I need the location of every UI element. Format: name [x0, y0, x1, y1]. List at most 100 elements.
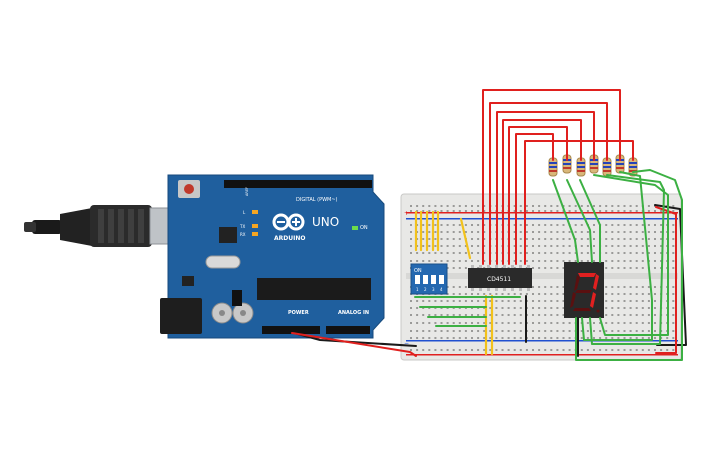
- breadboard-hole[interactable]: [458, 238, 461, 240]
- breadboard-hole[interactable]: [672, 330, 675, 332]
- breadboard-hole[interactable]: [617, 293, 620, 295]
- breadboard-hole[interactable]: [660, 252, 663, 254]
- breadboard-hole[interactable]: [647, 252, 650, 254]
- breadboard-hole[interactable]: [471, 349, 473, 351]
- breadboard-hole[interactable]: [507, 349, 510, 351]
- breadboard-hole[interactable]: [513, 231, 516, 233]
- breadboard-hole[interactable]: [458, 205, 461, 207]
- dip-toggle-2[interactable]: [423, 275, 428, 284]
- breadboard-hole[interactable]: [519, 314, 522, 316]
- breadboard-hole[interactable]: [556, 322, 559, 324]
- breadboard-hole[interactable]: [532, 267, 534, 269]
- breadboard-hole[interactable]: [611, 322, 614, 324]
- breadboard-hole[interactable]: [672, 245, 675, 247]
- breadboard-hole[interactable]: [672, 205, 675, 207]
- breadboard-hole[interactable]: [605, 231, 608, 233]
- breadboard-hole[interactable]: [452, 267, 455, 269]
- breadboard-hole[interactable]: [617, 322, 620, 324]
- breadboard-hole[interactable]: [654, 224, 656, 226]
- breadboard-hole[interactable]: [422, 205, 425, 207]
- breadboard-hole[interactable]: [593, 231, 595, 233]
- breadboard-hole[interactable]: [654, 314, 656, 316]
- breadboard-hole[interactable]: [562, 330, 565, 332]
- breadboard-hole[interactable]: [562, 231, 565, 233]
- breadboard-hole[interactable]: [519, 349, 522, 351]
- breadboard-hole[interactable]: [568, 205, 571, 207]
- breadboard-hole[interactable]: [507, 322, 510, 324]
- breadboard-hole[interactable]: [605, 245, 608, 247]
- breadboard-hole[interactable]: [538, 267, 541, 269]
- breadboard-hole[interactable]: [410, 322, 412, 324]
- breadboard-hole[interactable]: [629, 231, 632, 233]
- breadboard-hole[interactable]: [513, 224, 516, 226]
- breadboard-hole[interactable]: [495, 337, 498, 339]
- breadboard-hole[interactable]: [623, 245, 626, 247]
- breadboard-hole[interactable]: [434, 245, 437, 247]
- breadboard-hole[interactable]: [471, 231, 473, 233]
- breadboard-hole[interactable]: [647, 210, 650, 212]
- breadboard-hole[interactable]: [562, 322, 565, 324]
- breadboard-hole[interactable]: [562, 252, 565, 254]
- breadboard-hole[interactable]: [464, 205, 467, 207]
- breadboard-hole[interactable]: [501, 322, 504, 324]
- breadboard-hole[interactable]: [501, 330, 504, 332]
- breadboard-hole[interactable]: [446, 210, 449, 212]
- breadboard-hole[interactable]: [501, 300, 504, 302]
- breadboard-hole[interactable]: [507, 307, 510, 309]
- breadboard-hole[interactable]: [477, 260, 480, 262]
- breadboard-hole[interactable]: [672, 337, 675, 339]
- breadboard-hole[interactable]: [477, 349, 480, 351]
- breadboard-hole[interactable]: [593, 205, 595, 207]
- breadboard-hole[interactable]: [538, 314, 541, 316]
- breadboard-hole[interactable]: [556, 224, 559, 226]
- breadboard-hole[interactable]: [464, 231, 467, 233]
- breadboard-hole[interactable]: [629, 260, 632, 262]
- breadboard-hole[interactable]: [635, 330, 638, 332]
- breadboard-hole[interactable]: [501, 314, 504, 316]
- breadboard-hole[interactable]: [562, 300, 565, 302]
- breadboard-hole[interactable]: [611, 300, 614, 302]
- breadboard-hole[interactable]: [580, 337, 583, 339]
- breadboard-hole[interactable]: [477, 330, 480, 332]
- breadboard-hole[interactable]: [574, 252, 577, 254]
- breadboard-hole[interactable]: [654, 330, 656, 332]
- breadboard-hole[interactable]: [586, 337, 589, 339]
- breadboard-hole[interactable]: [635, 252, 638, 254]
- breadboard-hole[interactable]: [672, 286, 675, 288]
- breadboard-hole[interactable]: [641, 245, 644, 247]
- breadboard-hole[interactable]: [641, 267, 644, 269]
- breadboard-hole[interactable]: [483, 314, 486, 316]
- breadboard-hole[interactable]: [641, 314, 644, 316]
- breadboard-hole[interactable]: [629, 307, 632, 309]
- breadboard-hole[interactable]: [629, 238, 632, 240]
- breadboard-hole[interactable]: [544, 260, 547, 262]
- breadboard-hole[interactable]: [446, 224, 449, 226]
- breadboard-hole[interactable]: [440, 252, 443, 254]
- breadboard-hole[interactable]: [635, 307, 638, 309]
- breadboard-hole[interactable]: [507, 337, 510, 339]
- breadboard-hole[interactable]: [507, 300, 510, 302]
- breadboard-hole[interactable]: [654, 322, 656, 324]
- breadboard-hole[interactable]: [538, 307, 541, 309]
- breadboard-hole[interactable]: [422, 224, 425, 226]
- breadboard-hole[interactable]: [477, 231, 480, 233]
- breadboard-hole[interactable]: [654, 260, 656, 262]
- breadboard-hole[interactable]: [635, 224, 638, 226]
- breadboard-hole[interactable]: [483, 322, 486, 324]
- breadboard-hole[interactable]: [410, 260, 412, 262]
- breadboard-hole[interactable]: [647, 307, 650, 309]
- breadboard-hole[interactable]: [556, 267, 559, 269]
- breadboard-hole[interactable]: [410, 349, 412, 351]
- breadboard-hole[interactable]: [471, 293, 473, 295]
- breadboard-hole[interactable]: [556, 293, 559, 295]
- breadboard-hole[interactable]: [623, 330, 626, 332]
- breadboard-hole[interactable]: [568, 210, 571, 212]
- breadboard-hole[interactable]: [440, 245, 443, 247]
- breadboard-hole[interactable]: [422, 210, 425, 212]
- breadboard-hole[interactable]: [416, 314, 419, 316]
- breadboard-hole[interactable]: [434, 252, 437, 254]
- dip-toggle-4[interactable]: [439, 275, 444, 284]
- breadboard-hole[interactable]: [641, 286, 644, 288]
- breadboard-hole[interactable]: [580, 231, 583, 233]
